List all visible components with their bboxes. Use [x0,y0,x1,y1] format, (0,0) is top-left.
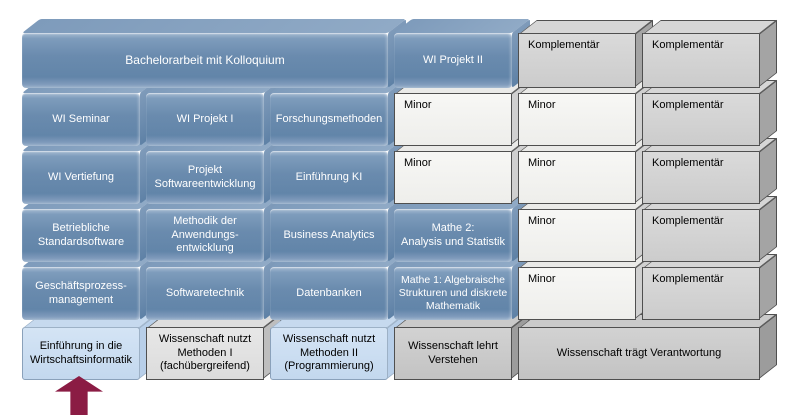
block-label: Betriebliche Standardsoftware [37,221,125,248]
block-label: Komplementär [652,157,724,169]
block-label: Komplementär [652,99,724,111]
block-label: Einführung KI [295,170,363,183]
block-label: Softwaretechnik [165,286,245,299]
block-label: Einführung in die Wirtschaftsinformatik [29,339,133,366]
block-label: WI Seminar [52,112,110,125]
block-label: Komplementär [652,273,724,285]
block-label: Wissenschaft lehrt Verstehen [408,339,498,366]
block-komplementaer: Komplementär [642,151,760,204]
block-label: Minor [528,157,556,169]
block-minor: Minor [394,93,512,146]
block-mathe-2: Mathe 2: Analysis und Statistik [394,209,512,262]
block-datenbanken: Datenbanken [270,267,388,320]
block-label: Business Analytics [283,228,375,241]
block-label: Wissenschaft nutzt Methoden II (Programm… [282,332,376,373]
block-label: Forschungsmethoden [275,112,383,125]
block-softwaretechnik: Softwaretechnik [146,267,264,320]
block-wissenschaft-nutzt-methoden-2: Wissenschaft nutzt Methoden II (Programm… [270,327,388,380]
block-label: WI Projekt I [176,112,234,125]
block-label: Wissenschaft trägt Verantwortung [556,346,722,359]
block-forschungsmethoden: Forschungsmethoden [270,93,388,146]
block-bachelorarbeit-mit-kolloquium: Bachelorarbeit mit Kolloquium [22,33,388,88]
block-wi-projekt-1: WI Projekt I [146,93,264,146]
block-label: Komplementär [528,39,600,51]
block-mathe-1: Mathe 1: Algebraische Strukturen und dis… [394,267,512,320]
block-einfuehrung-wirtschaftsinformatik: Einführung in die Wirtschaftsinformatik [22,327,140,380]
highlight-arrow-icon [55,376,103,415]
block-wi-projekt-2: WI Projekt II [394,33,512,88]
block-komplementaer: Komplementär [642,267,760,320]
block-label: Minor [528,215,556,227]
block-einfuehrung-ki: Einführung KI [270,151,388,204]
block-betriebliche-standardsoftware: Betriebliche Standardsoftware [22,209,140,262]
block-komplementaer: Komplementär [642,33,760,88]
block-label: Komplementär [652,215,724,227]
block-label: Minor [528,99,556,111]
block-komplementaer: Komplementär [518,33,636,88]
block-wi-vertiefung: WI Vertiefung [22,151,140,204]
block-label: Bachelorarbeit mit Kolloquium [125,53,285,67]
block-label: Methodik der Anwendungs- entwicklung [171,214,239,255]
block-label: Mathe 2: Analysis und Statistik [401,221,505,248]
block-label: Wissenschaft nutzt Methoden I (fachüberg… [158,332,252,373]
block-wi-seminar: WI Seminar [22,93,140,146]
block-wissenschaft-traegt-verantwortung: Wissenschaft trägt Verantwortung [518,327,760,380]
block-label: Datenbanken [296,286,362,299]
block-projekt-softwareentwicklung: Projekt Softwareentwicklung [146,151,264,204]
block-komplementaer: Komplementär [642,209,760,262]
block-methodik-der-anwendungsentwicklung: Methodik der Anwendungs- entwicklung [146,209,264,262]
block-komplementaer: Komplementär [642,93,760,146]
block-minor: Minor [394,151,512,204]
block-label: Minor [404,157,432,169]
block-label: WI Projekt II [423,53,483,66]
block-minor: Minor [518,93,636,146]
block-business-analytics: Business Analytics [270,209,388,262]
block-geschaeftsprozessmanagement: Geschäftsprozess- management [22,267,140,320]
block-label: Projekt Softwareentwicklung [154,163,256,190]
block-label: WI Vertiefung [47,170,115,183]
block-label: Minor [528,273,556,285]
block-label: Komplementär [652,39,724,51]
block-minor: Minor [518,267,636,320]
block-minor: Minor [518,151,636,204]
block-label: Minor [404,99,432,111]
block-label: Geschäftsprozess- management [35,279,127,306]
block-wissenschaft-lehrt-verstehen: Wissenschaft lehrt Verstehen [394,327,512,380]
block-wissenschaft-nutzt-methoden-1: Wissenschaft nutzt Methoden I (fachüberg… [146,327,264,380]
block-label: Mathe 1: Algebraische Strukturen und dis… [398,273,508,313]
block-minor: Minor [518,209,636,262]
